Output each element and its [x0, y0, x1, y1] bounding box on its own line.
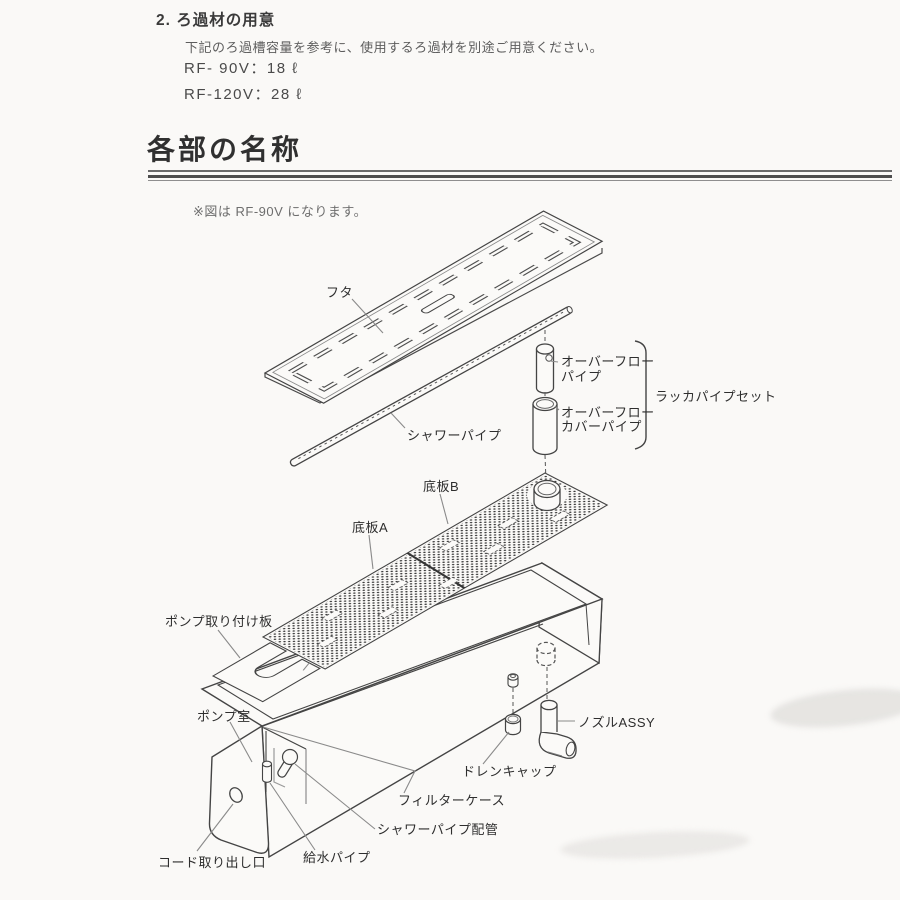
cord-outlet-hole — [229, 787, 243, 803]
lid — [263, 210, 604, 404]
label-overflow-cover-2: カバーパイプ — [561, 419, 642, 434]
nozzle-assy-part — [538, 699, 577, 759]
racka-set-bracket — [634, 340, 647, 450]
label-overflow-cover-1: オーバーフロー — [561, 405, 655, 420]
lid-handle — [420, 293, 455, 314]
section1-title: 2. ろ過材の用意 — [156, 12, 276, 29]
heading-rule-3 — [148, 179, 892, 181]
label-shower-pipe: シャワーパイプ — [407, 428, 501, 443]
section1-body: 下記のろ過槽容量を参考に、使用するろ過材を別途ご用意ください。 — [185, 40, 604, 55]
label-bottom-plate-a: 底板A — [352, 520, 388, 535]
figure-note: ※図は RF-90V になります。 — [193, 204, 368, 219]
label-drain-cap: ドレンキャップ — [462, 764, 557, 779]
label-cord-outlet: コード取り出し口 — [158, 855, 266, 870]
drain-cap-part — [504, 713, 522, 736]
heading-rule-2 — [148, 175, 892, 178]
label-pump-room: ポンプ室 — [197, 709, 251, 724]
label-lid: フタ — [326, 285, 353, 300]
overflow-pipe — [535, 330, 555, 400]
filter-case — [200, 561, 604, 859]
overflow-cover-pipe — [532, 396, 558, 482]
spec-rf90: RF- 90V：18 ℓ — [184, 60, 299, 77]
label-supply-pipe: 給水パイプ — [303, 850, 371, 865]
shower-pipe — [289, 306, 573, 467]
label-filter-case: フィルターケース — [398, 793, 505, 808]
label-overflow-pipe-1: オーバーフロー — [561, 354, 655, 369]
spec-rf120: RF-120V：28 ℓ — [184, 86, 303, 103]
label-bottom-plate-b: 底板B — [423, 479, 459, 494]
leader-lines — [196, 298, 575, 852]
label-racka-set: ラッカパイプセット — [655, 389, 777, 404]
label-pump-mount-plate: ポンプ取り付け板 — [165, 614, 273, 629]
overflow-socket — [527, 479, 567, 512]
pump-mount-plate — [211, 642, 321, 703]
pump-chamber — [261, 726, 307, 804]
drain-plug-small — [507, 673, 519, 688]
bottom-plates — [261, 472, 609, 670]
label-overflow-pipe-2: パイプ — [561, 369, 602, 384]
drain-fitting-dashed — [536, 641, 556, 667]
heading-rule-1 — [148, 170, 892, 172]
label-shower-pipe-hose: シャワーパイプ配管 — [377, 822, 498, 837]
shower-pipe-hose-hole — [277, 748, 299, 778]
label-nozzle-assy: ノズルASSY — [578, 715, 655, 730]
section2-heading: 各部の名称 — [147, 134, 303, 165]
supply-pipe-part — [261, 760, 273, 783]
part-labels: フタ シャワーパイプ オーバーフロー パイプ オーバーフロー カバーパイプ ラッ… — [158, 285, 777, 870]
